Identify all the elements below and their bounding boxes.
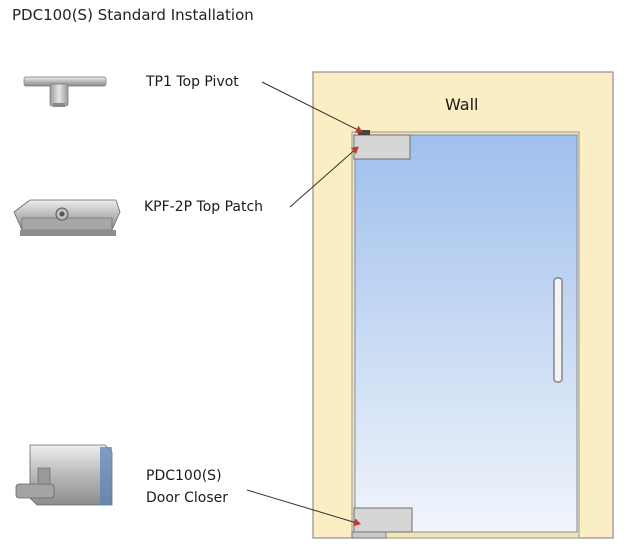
top-pivot-label: TP1 Top Pivot (146, 74, 239, 90)
leader-door-closer (246, 489, 361, 527)
top-patch-label: KPF-2P Top Patch (144, 199, 264, 215)
page-title: PDC100(S) Standard Installation (12, 6, 254, 24)
leader-top-pivot (261, 81, 363, 133)
floor-closer-plate (351, 531, 387, 539)
top-patch-icon (13, 199, 121, 236)
glass-door-panel (354, 134, 578, 533)
top-patch-hardware (353, 134, 411, 160)
door-closer-label-line1: PDC100(S) (146, 468, 222, 484)
door-closer-icon (15, 444, 113, 506)
top-pivot-icon (23, 76, 107, 107)
top-pivot-hardware (358, 130, 370, 135)
door-closer-label-line2: Door Closer (146, 490, 229, 506)
leader-top-patch (289, 146, 359, 208)
door-handle (553, 277, 563, 383)
door-closer-hardware (353, 507, 413, 533)
wall-label: Wall (445, 95, 479, 114)
